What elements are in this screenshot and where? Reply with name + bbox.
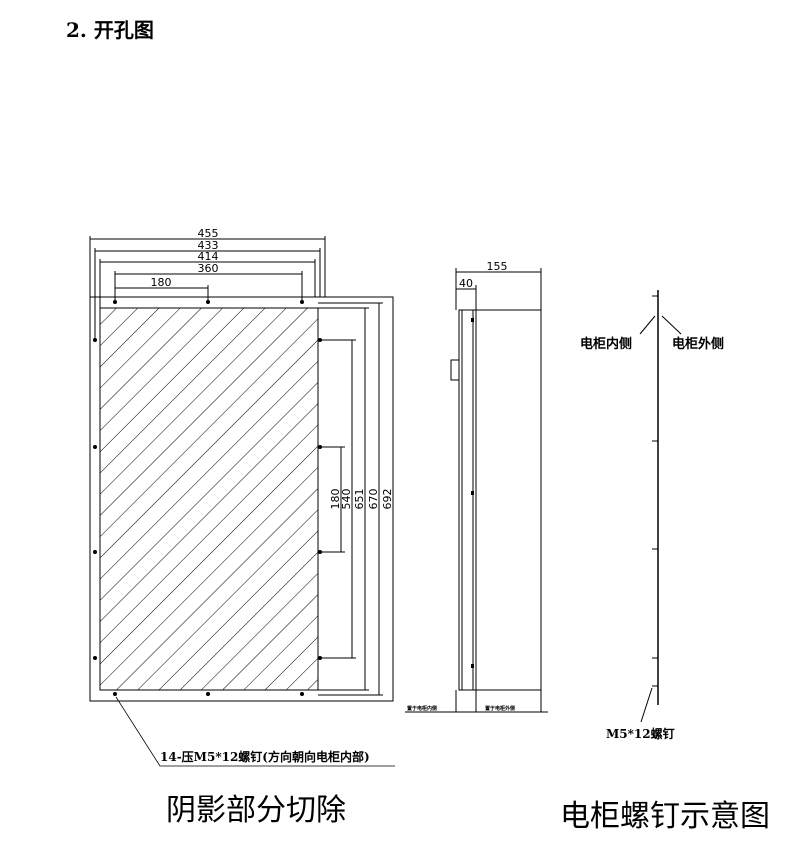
hatched-cutout (99, 307, 319, 691)
dim-651: 651 (353, 489, 366, 510)
page-heading: 2. 开孔图 (66, 18, 154, 42)
side-view (405, 268, 548, 713)
dim-455: 455 (198, 227, 219, 240)
screw-holes (93, 300, 322, 696)
dim-692: 692 (381, 489, 394, 510)
label-outer-side: 置于电柜外侧 (485, 705, 515, 712)
caption-screw-schematic: 电柜螺钉示意图 (560, 799, 770, 834)
dim-180-v: 180 (329, 489, 342, 510)
dim-40: 40 (459, 277, 473, 290)
label-cabinet-outer: 电柜外侧 (672, 336, 724, 352)
dim-155: 155 (487, 260, 508, 273)
screw-hole (318, 656, 322, 660)
screw-hole (318, 338, 322, 342)
dim-360: 360 (198, 262, 219, 275)
screw-hole (93, 338, 97, 342)
screw-hole (206, 692, 210, 696)
side-flange (458, 309, 477, 691)
screw-hole (206, 300, 210, 304)
screw-hole (318, 445, 322, 449)
screw-hole (93, 445, 97, 449)
side-screw (471, 318, 474, 322)
dim-414: 414 (198, 250, 219, 263)
label-screw: M5*12螺钉 (606, 726, 675, 741)
screw-hole (113, 692, 117, 696)
dim-180-h: 180 (151, 276, 172, 289)
dim-433: 433 (198, 239, 219, 252)
screw-hole (113, 300, 117, 304)
side-screw (471, 491, 474, 495)
screw-hole (300, 692, 304, 696)
screw-note: 14-压M5*12螺钉(方向朝向电柜内部) (160, 749, 370, 764)
label-inner-side: 置于电柜内侧 (407, 705, 437, 712)
side-screws (471, 318, 474, 668)
dim-670: 670 (367, 489, 380, 510)
screw-schematic (639, 290, 682, 723)
screw-hole (93, 656, 97, 660)
front-view (89, 236, 395, 767)
label-cabinet-inner: 电柜内侧 (580, 336, 632, 352)
dim-540: 540 (340, 489, 353, 510)
screw-hole (318, 550, 322, 554)
screw-hole (93, 550, 97, 554)
screw-hole (300, 300, 304, 304)
side-body (475, 309, 542, 691)
side-handle (450, 359, 460, 381)
caption-cutout: 阴影部分切除 (166, 793, 346, 828)
side-screw (471, 664, 474, 668)
